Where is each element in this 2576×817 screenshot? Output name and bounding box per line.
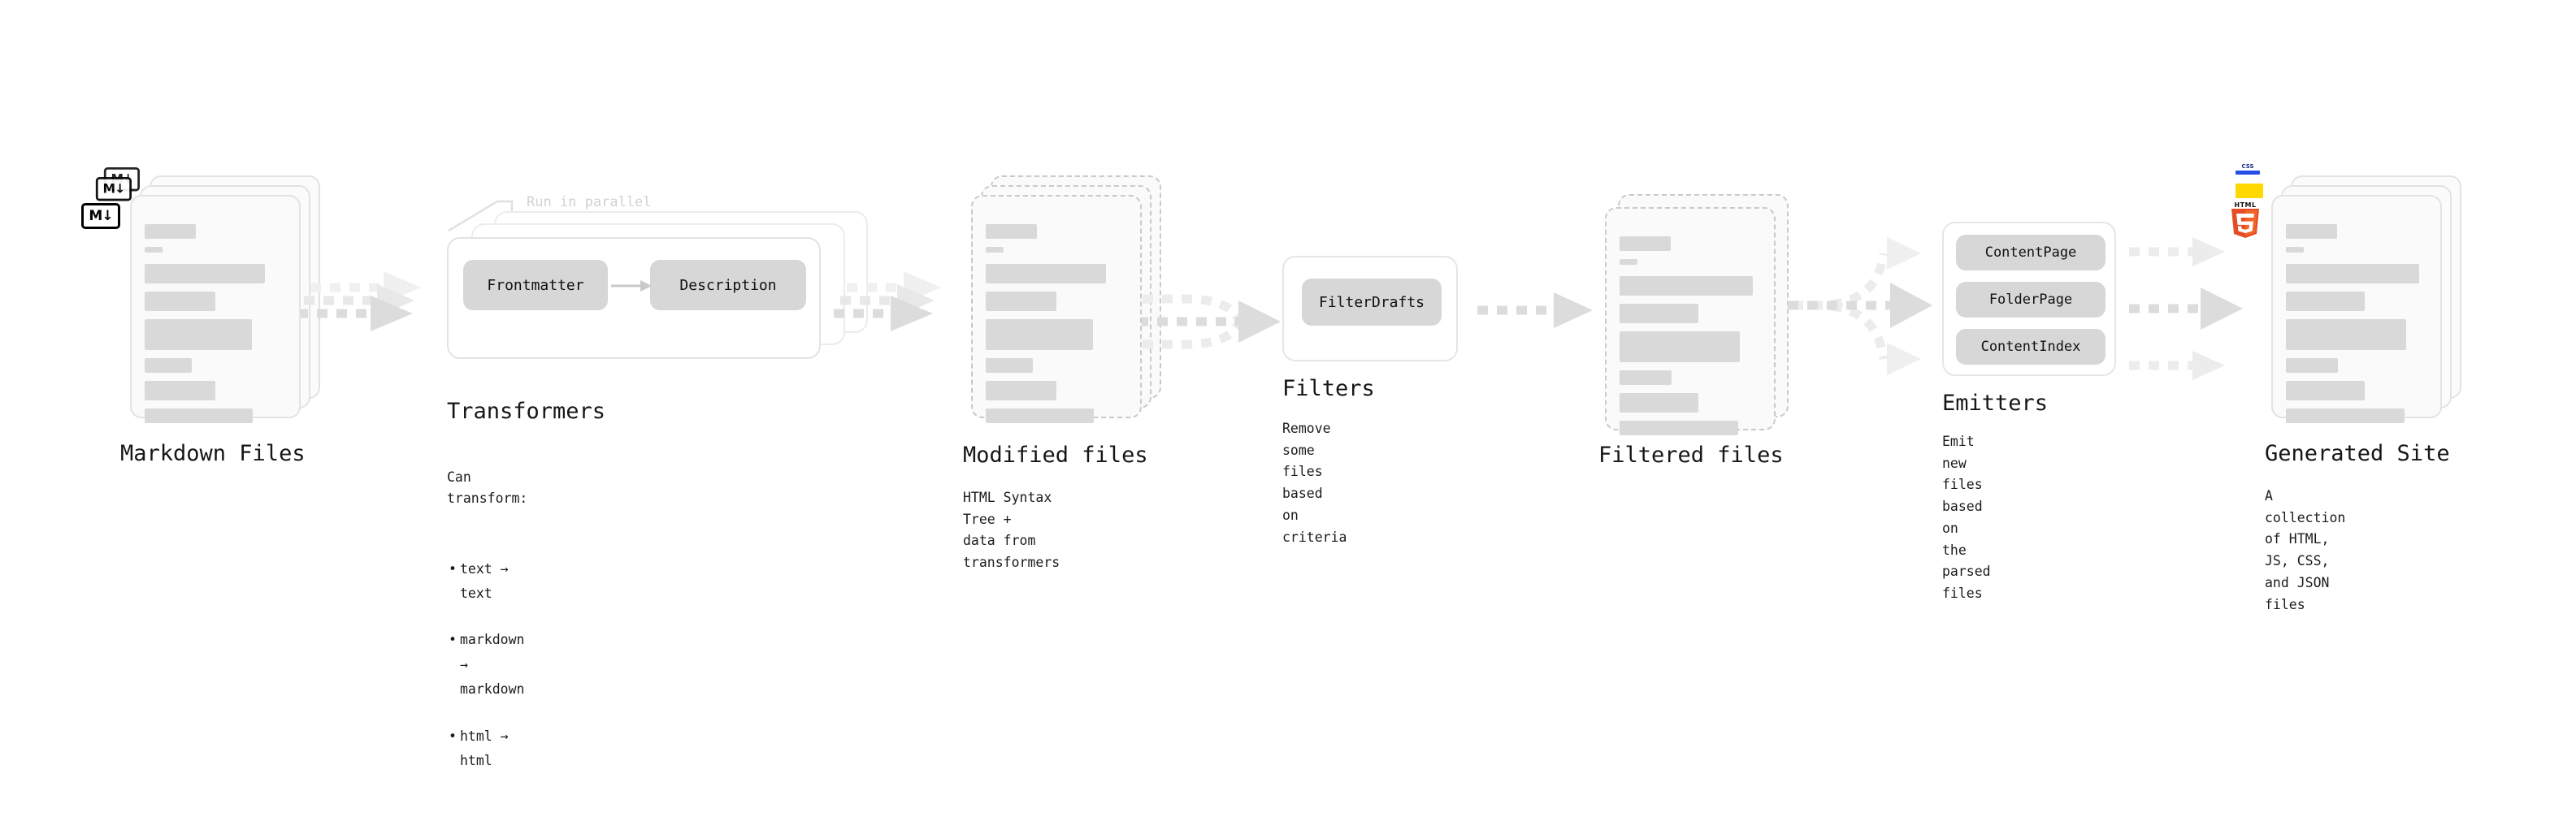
content-line: [2286, 292, 2365, 311]
pipeline-diagram: M↓ M↓ M↓ Markdown Files Run in parallel: [0, 0, 2576, 681]
transformer-node-frontmatter[interactable]: Frontmatter: [463, 260, 608, 310]
stage-title-transformers: Transformers: [447, 399, 606, 424]
file-card-front: [2271, 195, 2442, 423]
content-line: [2286, 264, 2419, 283]
content-line: [145, 381, 215, 400]
file-content-lines: [145, 224, 286, 431]
content-line: [1620, 259, 1637, 265]
html5-badge-text: HTML: [2234, 201, 2257, 209]
arrow-filters-to-filtered: [1477, 292, 1593, 328]
content-line: [1620, 370, 1672, 385]
content-line: [145, 264, 265, 283]
emitter-node-contentpage[interactable]: ContentPage: [1956, 235, 2105, 270]
emitter-node-label: ContentPage: [1984, 244, 2077, 261]
content-line: [986, 358, 1033, 373]
stage-title-modified-files: Modified files: [963, 443, 1148, 468]
html5-badge-glyph: HTML: [2229, 201, 2262, 239]
generated-site-description: A collection of HTML, JS, CSS, and JSON …: [2265, 488, 2346, 612]
content-line: [986, 381, 1056, 400]
transformer-inner-arrow: [611, 280, 652, 292]
file-content-lines: [1620, 236, 1761, 443]
content-line: [986, 264, 1106, 283]
content-line: [145, 358, 192, 373]
content-line: [1620, 393, 1698, 413]
content-line: [145, 319, 252, 350]
content-line: [986, 319, 1093, 350]
filters-description: Remove some files based on criteria: [1282, 421, 1347, 545]
arrow-markdown-to-transformers: [297, 271, 421, 331]
emitter-node-folderpage[interactable]: FolderPage: [1956, 282, 2105, 318]
content-line: [145, 408, 253, 423]
content-line: [1620, 331, 1740, 362]
markdown-badge-glyph: M↓: [81, 203, 120, 229]
file-card-front: [130, 195, 301, 423]
stage-title-generated-site: Generated Site: [2265, 441, 2450, 466]
stage-title-markdown-files: Markdown Files: [120, 441, 306, 466]
content-line: [986, 224, 1037, 239]
emitter-node-label: ContentIndex: [1980, 339, 2081, 355]
content-line: [145, 247, 163, 253]
emitters-description: Emit new files based on the parsed files: [1942, 434, 1991, 602]
transformer-card-front: Frontmatter Description: [447, 237, 821, 359]
stage-title-emitters: Emitters: [1942, 391, 2049, 416]
transformers-bullet-list: text → text markdown → markdown html → h…: [447, 535, 527, 795]
filter-node-label: FilterDrafts: [1318, 293, 1425, 311]
file-card-front: [971, 195, 1142, 423]
emitter-node-label: FolderPage: [1988, 292, 2073, 308]
transformer-node-description[interactable]: Description: [650, 260, 806, 310]
content-line: [2286, 224, 2337, 239]
transformer-node-label: Frontmatter: [487, 276, 584, 294]
emitters-container: ContentPage FolderPage ContentIndex: [1942, 222, 2116, 376]
file-card-front: [1605, 207, 1776, 435]
arrow-emitters-to-site: [2129, 237, 2243, 380]
file-content-lines: [2286, 224, 2427, 431]
transformers-description-lead: Can transform:: [447, 469, 528, 507]
css3-badge-glyph: [2236, 163, 2260, 175]
content-line: [986, 408, 1094, 423]
transformers-bullet: html → html: [447, 724, 527, 774]
arrow-modified-to-filters: [1138, 294, 1281, 349]
file-content-lines: [986, 224, 1127, 431]
stage-title-filtered-files: Filtered files: [1598, 443, 1784, 468]
stage-title-filters: Filters: [1282, 376, 1375, 401]
content-line: [2286, 358, 2338, 373]
content-line: [1620, 276, 1753, 296]
content-line: [2286, 319, 2406, 350]
arrow-transformers-to-modified: [834, 271, 941, 331]
js-badge: [2236, 184, 2263, 198]
js-badge-glyph: [2236, 184, 2263, 198]
content-line: [986, 292, 1056, 311]
run-in-parallel-label: Run in parallel: [527, 194, 652, 210]
arrow-filtered-to-emitters: [1788, 237, 1932, 375]
content-line: [2286, 408, 2405, 423]
filters-container: FilterDrafts: [1282, 256, 1458, 361]
content-line: [1620, 421, 1738, 435]
css3-badge: [2236, 163, 2260, 175]
content-line: [986, 247, 1004, 253]
html5-badge: HTML: [2229, 201, 2262, 239]
content-line: [1620, 304, 1698, 323]
filter-node-filterdrafts[interactable]: FilterDrafts: [1302, 279, 1442, 326]
transformers-bullet: text → text: [447, 557, 527, 607]
markdown-badge-back-1: M↓: [95, 177, 132, 201]
content-line: [2286, 381, 2365, 400]
content-line: [145, 224, 196, 239]
content-line: [145, 292, 215, 311]
transformer-node-label: Description: [679, 276, 777, 294]
transformers-bullet: markdown → markdown: [447, 628, 527, 702]
markdown-badge: M↓: [81, 203, 120, 229]
modified-files-description: HTML Syntax Tree + data from transformer…: [963, 490, 1060, 571]
emitter-node-contentindex[interactable]: ContentIndex: [1956, 329, 2105, 365]
transformers-description: Can transform: text → text markdown → ma…: [447, 445, 527, 817]
content-line: [1620, 236, 1671, 251]
content-line: [2286, 247, 2304, 253]
